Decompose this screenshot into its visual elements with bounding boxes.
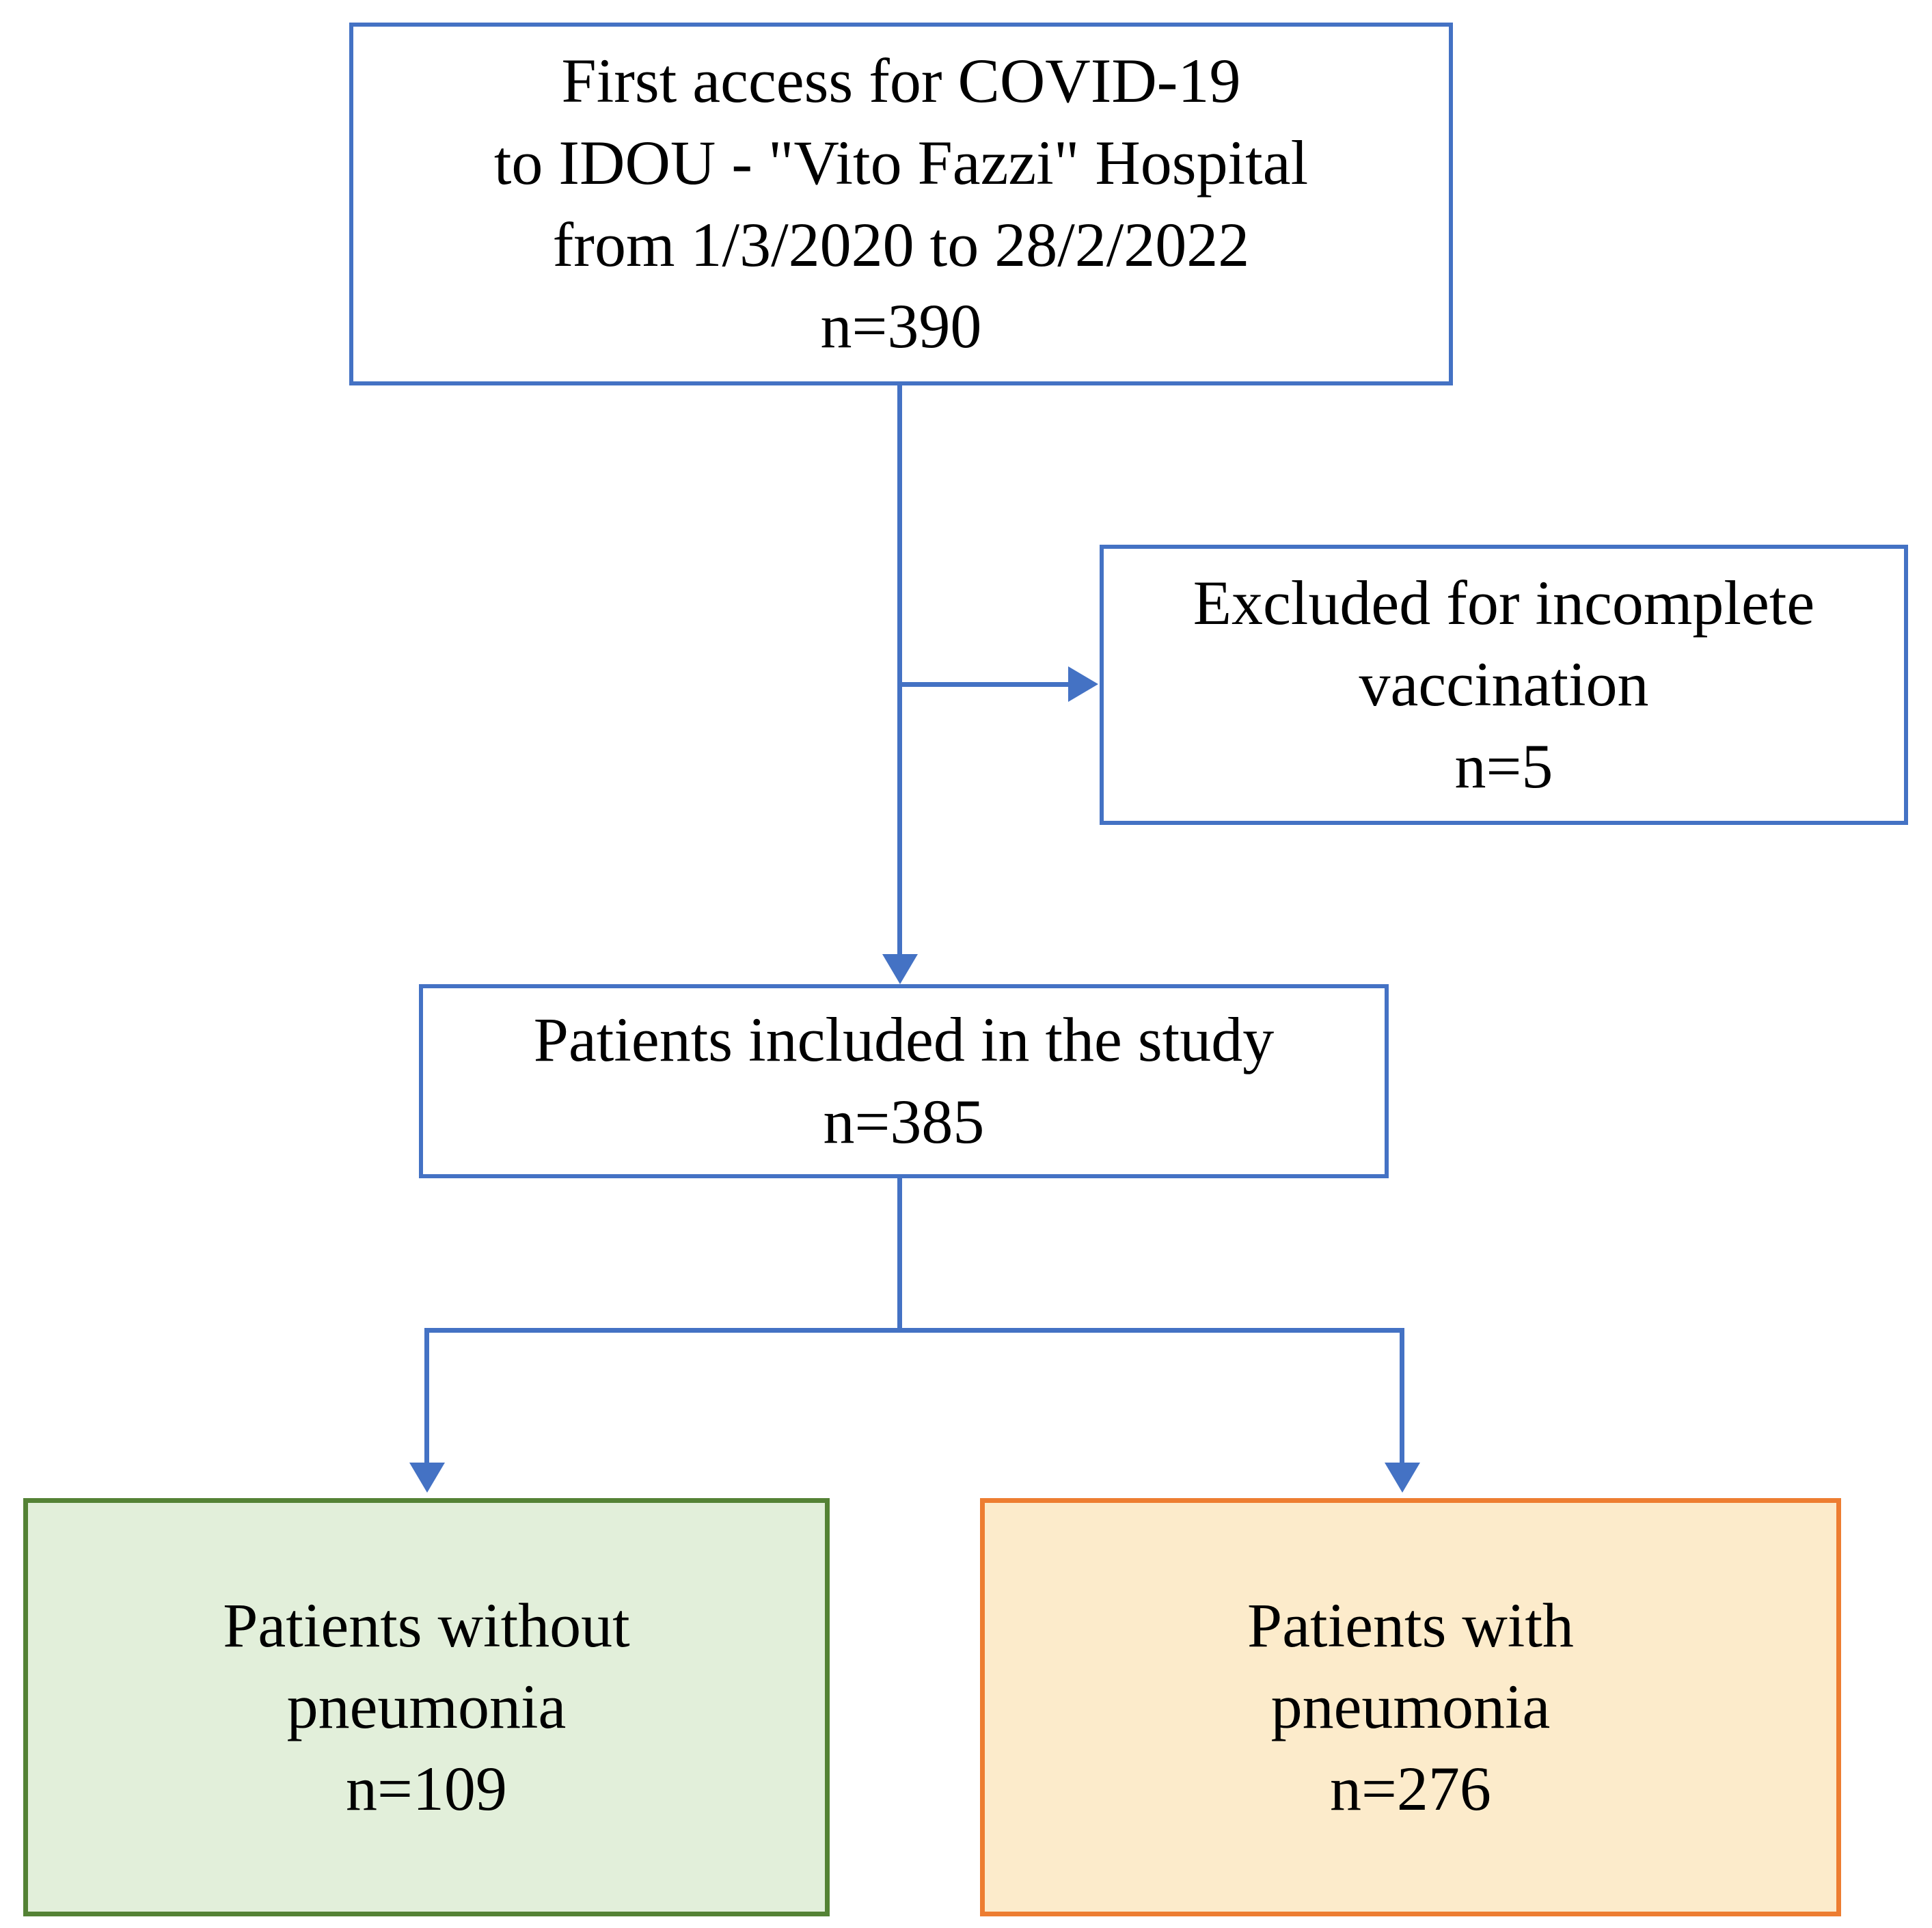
excluded-count: n=5	[1454, 731, 1553, 801]
connector-source-to-included	[897, 385, 902, 964]
no-pneumonia-line-1: Patients without	[223, 1590, 630, 1660]
arrowhead-into-pneumonia	[1385, 1463, 1420, 1493]
pneumonia-line-1: Patients with	[1247, 1590, 1574, 1660]
pneumonia-line-2: pneumonia	[1270, 1672, 1551, 1742]
node-included: Patients included in the study n=385	[419, 984, 1389, 1178]
connector-to-excluded	[897, 682, 1070, 687]
source-line-2: to IDOU - "Vito Fazzi" Hospital	[493, 127, 1309, 198]
excluded-line-1: Excluded for incomplete	[1193, 567, 1815, 638]
no-pneumonia-count: n=109	[346, 1753, 507, 1823]
source-count: n=390	[820, 291, 982, 362]
connector-included-to-fork	[897, 1178, 902, 1330]
source-line-3: from 1/3/2020 to 28/2/2022	[552, 209, 1250, 280]
arrowhead-into-included	[882, 954, 918, 984]
pneumonia-count: n=276	[1330, 1753, 1491, 1823]
connector-fork-right-drop	[1400, 1328, 1404, 1470]
included-line-1: Patients included in the study	[533, 1005, 1275, 1075]
node-source-population: First access for COVID-19 to IDOU - "Vit…	[349, 23, 1453, 385]
no-pneumonia-line-2: pneumonia	[286, 1672, 567, 1742]
source-line-1: First access for COVID-19	[561, 46, 1241, 116]
excluded-line-2: vaccination	[1359, 649, 1649, 720]
node-excluded: Excluded for incomplete vaccination n=5	[1100, 545, 1908, 825]
connector-fork-bar	[424, 1328, 1404, 1333]
included-count: n=385	[823, 1087, 985, 1156]
arrowhead-into-excluded	[1068, 666, 1098, 702]
connector-fork-left-drop	[424, 1328, 429, 1470]
arrowhead-into-no-pneumonia	[409, 1463, 445, 1493]
node-patients-with-pneumonia: Patients with pneumonia n=276	[980, 1498, 1841, 1916]
node-patients-without-pneumonia: Patients without pneumonia n=109	[23, 1498, 830, 1916]
